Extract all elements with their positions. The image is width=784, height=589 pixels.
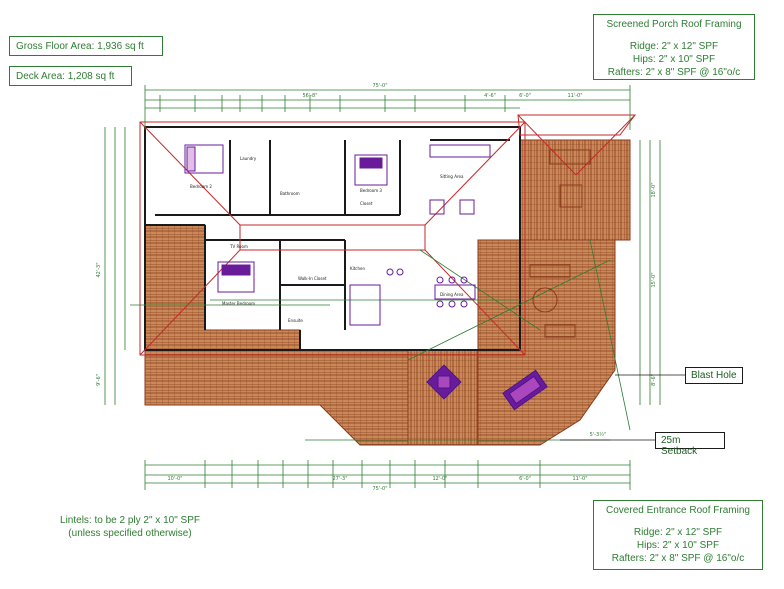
dim-right-15: 15'-0" (651, 272, 657, 287)
dimension-ticks (159, 95, 541, 488)
room-label-closet: Walk-In Closet (298, 276, 327, 281)
room-label-laundry: Laundry (240, 156, 257, 161)
bed-bedroom3 (354, 154, 388, 186)
dim-bottom-27: 27'-3" (332, 476, 347, 482)
sofa-sitting (429, 144, 491, 158)
callout-leaders (560, 374, 685, 441)
deck-area-note: Deck Area: 1,208 sq ft (9, 66, 132, 86)
room-label-bedroom3: Bedroom 3 (360, 188, 382, 193)
room-label-tv: TV Room (229, 244, 248, 249)
kitchen-island (349, 284, 381, 326)
house-walls (144, 126, 521, 351)
covered-entrance-hips: Hips: 2" x 10" SPF (636, 540, 720, 551)
room-label-bathroom: Bathroom (280, 191, 300, 196)
dim-bottom-12: 12'-0" (432, 476, 447, 482)
screened-porch-hips: Hips: 2" x 10" SPF (632, 54, 716, 65)
covered-entrance-title: Covered Entrance Roof Framing (606, 505, 750, 516)
gross-floor-area-note: Gross Floor Area: 1,936 sq ft (9, 36, 163, 56)
dim-left-9: 9'-6" (96, 374, 102, 386)
dim-top-overall: 75'-0" (372, 83, 387, 89)
dim-left-42: 42'-3" (96, 262, 102, 277)
dimension-labels: 75'-0" 56'-8" 4'-6" 6'-0" 11'-0" 75'-0" … (96, 83, 657, 492)
lintels-line2: (unless specified otherwise) (68, 528, 192, 539)
screened-porch-rafters: Rafters: 2" x 8" SPF @ 16"o/c (607, 67, 741, 78)
blast-hole-callout: Blast Hole (685, 367, 743, 384)
setback-callout: 25m Setback (655, 432, 725, 457)
room-label-master: Master Bedroom (222, 301, 255, 306)
bed-bedroom2 (184, 144, 224, 174)
room-label-ensuite: Ensuite (288, 318, 303, 323)
covered-entrance-rafters: Rafters: 2" x 8" SPF @ 16"o/c (611, 553, 745, 564)
lintels-line1: Lintels: to be 2 ply 2" x 10" SPF (60, 515, 200, 526)
dim-bottom-10: 10'-0" (167, 476, 182, 482)
dim-top-6: 6'-0" (519, 93, 531, 99)
covered-entrance-framing-note: Covered Entrance Roof Framing Ridge: 2" … (593, 500, 763, 570)
room-label-bedroom2: Bedroom 2 (190, 184, 212, 189)
covered-entrance-ridge: Ridge: 2" x 12" SPF (633, 527, 723, 538)
room-label-closet2: Closet (360, 201, 373, 206)
lintels-note: Lintels: to be 2 ply 2" x 10" SPF (unles… (30, 514, 230, 540)
room-label-dining: Dining Area (440, 292, 464, 297)
room-label-kitchen: Kitchen (350, 266, 365, 271)
dining-table (434, 284, 476, 300)
room-label-sitting: Sitting Area (440, 174, 464, 179)
dim-right-8: 8'-6" (651, 374, 657, 386)
dim-top-mid: 4'-6" (484, 93, 496, 99)
bed-master (217, 261, 255, 293)
dim-bottom-6: 6'-0" (519, 476, 531, 482)
screened-porch-title: Screened Porch Roof Framing (606, 19, 742, 30)
furniture (184, 144, 491, 326)
dim-bottom-11: 11'-0" (572, 476, 587, 482)
dim-bottom-overall: 75'-0" (372, 486, 387, 492)
dim-setback: 5'-3½" (590, 431, 607, 438)
screened-porch-framing-note: Screened Porch Roof Framing Ridge: 2" x … (593, 14, 755, 80)
dim-top-left: 56'-8" (302, 93, 317, 99)
screened-porch-ridge: Ridge: 2" x 12" SPF (629, 41, 719, 52)
dim-right-18: 18'-0" (651, 182, 657, 197)
dim-top-11: 11'-0" (567, 93, 582, 99)
room-labels: Bedroom 2 Bedroom 3 Bathroom Master Bedr… (190, 156, 464, 323)
deck-furniture (426, 149, 591, 411)
